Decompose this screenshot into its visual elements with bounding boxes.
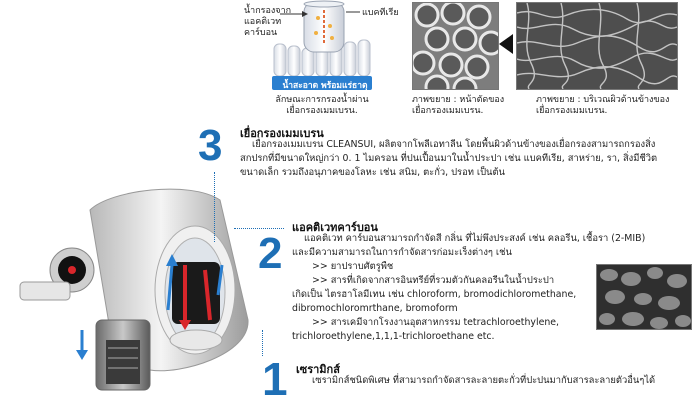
membrane-illustration [272, 0, 372, 90]
photo-membrane-cross-section [412, 2, 499, 90]
stage-2-line-1: แอคติเวท คาร์บอนสามารถกำจัดสี กลิ่น ที่ไ… [304, 233, 646, 244]
label-from-carbon: น้ำกรองจาก แอคติเวทคาร์บอน [244, 6, 292, 38]
guide-line-1 [262, 330, 263, 356]
filter-illustration [0, 170, 300, 404]
stage-3-line-3: ขนาดเล็ก รวมถึงอนุภาคของโลหะ เช่น สนิม, … [240, 167, 505, 178]
label-bacteria: แบคทีเรีย [362, 8, 399, 18]
stage-1-title: เซรามิกส์ [296, 363, 340, 376]
stage-2-line-3: >> ยาปราบศัตรูพืช [312, 261, 394, 272]
caption-surface: ภาพขยาย : บริเวณผิวด้านข้างของ เยื่อกรอง… [536, 95, 670, 116]
stage-2-number: 2 [258, 229, 283, 278]
membrane-diagram [232, 0, 404, 92]
photo-activated-carbon [596, 264, 692, 330]
clean-water-label: น้ำสะอาด พร้อมแร่ธาตุ [282, 81, 368, 91]
arrow-to-zoom [499, 34, 513, 54]
stage-3-title: เยื่อกรองเมมเบรน [240, 127, 324, 140]
stage-2-line-8: trichloroethylene,1,1,1-trichloroethane … [292, 331, 495, 342]
stage-2-title: แอคติเวทคาร์บอน [292, 221, 378, 234]
caption-cross-section: ภาพขยาย : หน้าตัดของ เยื่อกรองเมมเบรน. [412, 95, 505, 116]
stage-2-line-2: และมีความสามารถในการกำจัดสารก่อมะเร็งต่า… [292, 247, 512, 258]
stage-3-line-1: เยื่อกรองเมมเบรน CLEANSUI, ผลิตจากโพลีเอ… [252, 139, 656, 150]
stage-3-number: 3 [198, 121, 223, 170]
stage-2-line-5: เกิดเป็น ไตรฮาโลมีเทน เช่น chloroform, b… [292, 289, 577, 300]
guide-line-2 [234, 228, 284, 229]
caption-membrane-process: ลักษณะการกรองน้ำผ่าน เยื่อกรองเมมเบรน. [275, 95, 369, 116]
stage-1-number: 1 [262, 353, 288, 405]
stage-1-line-1: เซรามิกส์ชนิดพิเศษ ที่สามารถกำจัดสารละลา… [312, 375, 656, 386]
photo-membrane-surface [516, 2, 678, 90]
guide-line-3 [214, 172, 215, 242]
stage-2-line-4: >> สารที่เกิดจากสารอินทรีย์ที่รวมตัวกันค… [312, 275, 555, 286]
stage-2-line-7: >> สารเคมีจากโรงงานอุตสาหกรรม tetrachlor… [312, 317, 560, 328]
stage-3-line-2: สกปรกที่มีขนาดใหญ่กว่า 0. 1 ไมครอน ที่ปน… [240, 153, 658, 164]
stage-2-line-6: dibromochloromrthane, bromoform [292, 303, 458, 314]
